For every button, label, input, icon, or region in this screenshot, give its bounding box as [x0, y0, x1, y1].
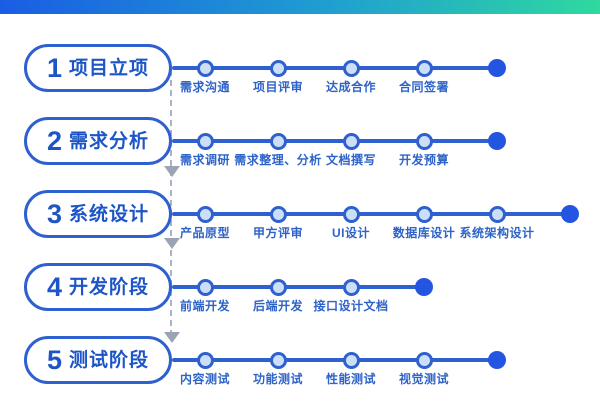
- timeline-step-label: 内容测试: [179, 372, 231, 386]
- timeline-node-circle: [488, 205, 506, 223]
- phase-title: 开发阶段: [69, 276, 150, 298]
- phase-4-timeline: 前端开发 后端开发接口设计文档: [0, 263, 600, 336]
- timeline-node-circle: [196, 59, 214, 77]
- timeline-step-label: 需求调研: [179, 153, 231, 167]
- timeline-step-label: 甲方评审: [252, 226, 304, 240]
- arrow-down-icon: [164, 238, 180, 249]
- phase-5-pill: 5 测试阶段: [24, 336, 172, 384]
- timeline-step-label: 达成合作: [325, 80, 377, 94]
- phase-row-2: 需求调研需求整理、分析文档撰写 开发预算 2 需求分析: [0, 117, 600, 190]
- timeline-end-dot: [415, 278, 433, 296]
- phase-5-timeline: 内容测试 功能测试 性能测试 视觉测试: [0, 336, 600, 409]
- timeline-node-circle: [342, 351, 360, 369]
- phase-4-pill: 4 开发阶段: [24, 263, 172, 311]
- timeline-step-label: 功能测试: [252, 372, 304, 386]
- timeline-line: [172, 66, 497, 70]
- phase-title: 测试阶段: [69, 349, 150, 371]
- timeline-step-label: 系统架构设计: [459, 226, 535, 240]
- phase-row-5: 内容测试 功能测试 性能测试 视觉测试 5 测试阶段: [0, 336, 600, 409]
- timeline-step-label: 接口设计文档: [313, 299, 389, 313]
- phase-connector-dashed-line: [170, 70, 172, 336]
- phase-number: 3: [46, 198, 62, 229]
- timeline-line: [172, 358, 497, 362]
- timeline-node-circle: [269, 59, 287, 77]
- timeline-node-circle: [342, 59, 360, 77]
- timeline-node-circle: [342, 278, 360, 296]
- phase-1-pill: 1 项目立项: [24, 44, 172, 92]
- timeline-node-circle: [196, 205, 214, 223]
- timeline-node-circle: [415, 59, 433, 77]
- phase-3-pill: 3 系统设计: [24, 190, 172, 238]
- timeline-step-label: 产品原型: [179, 226, 231, 240]
- timeline-line: [172, 212, 570, 216]
- timeline-node-circle: [196, 278, 214, 296]
- timeline-node-circle: [269, 278, 287, 296]
- timeline-node-circle: [269, 351, 287, 369]
- timeline-step-label: 后端开发: [252, 299, 304, 313]
- phase-row-4: 前端开发 后端开发接口设计文档 4 开发阶段: [0, 263, 600, 336]
- timeline-end-dot: [488, 132, 506, 150]
- timeline-step-label: 前端开发: [179, 299, 231, 313]
- timeline-node-circle: [415, 132, 433, 150]
- timeline-step-label: 合同签署: [398, 80, 450, 94]
- phase-title: 需求分析: [69, 130, 150, 152]
- phase-row-1: 需求沟通 项目评审 达成合作 合同签署 1 项目立项: [0, 44, 600, 117]
- timeline-step-label: 视觉测试: [398, 372, 450, 386]
- timeline-step-label: 开发预算: [398, 153, 450, 167]
- phase-3-timeline: 产品原型 甲方评审 UI设计 数据库设计系统架构设计: [0, 190, 600, 263]
- phase-number: 1: [46, 52, 62, 83]
- timeline-step-label: 需求整理、分析: [234, 153, 322, 167]
- timeline-step-label: 性能测试: [325, 372, 377, 386]
- timeline-node-circle: [196, 351, 214, 369]
- timeline-step-label: 项目评审: [252, 80, 304, 94]
- timeline-end-dot: [561, 205, 579, 223]
- phase-2-timeline: 需求调研需求整理、分析文档撰写 开发预算: [0, 117, 600, 190]
- arrow-down-icon: [164, 332, 180, 343]
- phase-number: 2: [46, 125, 62, 156]
- timeline-node-circle: [415, 351, 433, 369]
- phase-title: 项目立项: [69, 57, 150, 79]
- timeline-end-dot: [488, 59, 506, 77]
- phase-1-timeline: 需求沟通 项目评审 达成合作 合同签署: [0, 44, 600, 117]
- phase-title: 系统设计: [69, 203, 150, 225]
- timeline-node-circle: [269, 132, 287, 150]
- timeline-node-circle: [342, 132, 360, 150]
- timeline-end-dot: [488, 351, 506, 369]
- header-gradient-bar: [0, 0, 600, 14]
- timeline-node-circle: [342, 205, 360, 223]
- timeline-step-label: 文档撰写: [325, 153, 377, 167]
- arrow-down-icon: [164, 166, 180, 177]
- timeline-node-circle: [196, 132, 214, 150]
- timeline-line: [172, 285, 424, 289]
- timeline-step-label: 需求沟通: [179, 80, 231, 94]
- timeline-line: [172, 139, 497, 143]
- timeline-node-circle: [269, 205, 287, 223]
- phase-row-3: 产品原型 甲方评审 UI设计 数据库设计系统架构设计 3 系统设计: [0, 190, 600, 263]
- timeline-step-label: UI设计: [331, 226, 371, 240]
- phase-number: 4: [46, 271, 62, 302]
- phase-number: 5: [46, 344, 62, 375]
- timeline-step-label: 数据库设计: [392, 226, 456, 240]
- phase-2-pill: 2 需求分析: [24, 117, 172, 165]
- timeline-node-circle: [415, 205, 433, 223]
